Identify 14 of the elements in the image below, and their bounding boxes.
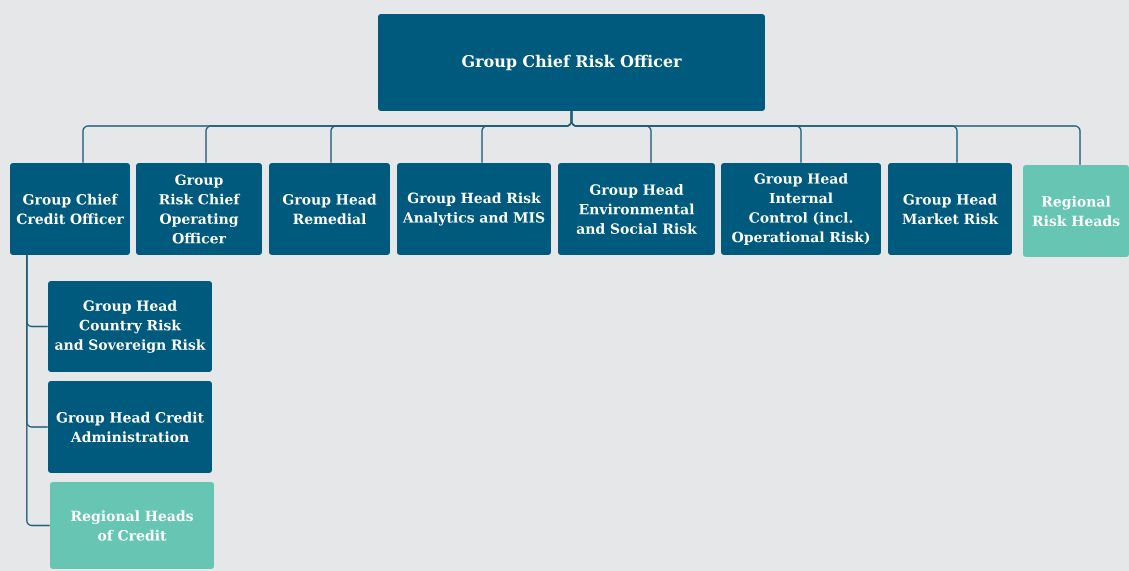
title-box: Group Chief Risk Officer <box>378 14 765 111</box>
role-box: Group Risk Chief Operating Officer <box>136 163 262 255</box>
role-box: Group Head Risk Analytics and MIS <box>397 163 551 255</box>
connector-line <box>570 110 1081 166</box>
role-box: Regional Risk Heads <box>1023 165 1129 257</box>
role-box: Group Head Remedial <box>269 163 390 255</box>
connector-line <box>26 254 51 527</box>
role-box: Group Chief Credit Officer <box>10 163 130 255</box>
role-box: Regional Heads of Credit <box>50 482 214 569</box>
role-box: Group Head Country Risk and Sovereign Risk <box>48 281 212 372</box>
role-box: Group Head Market Risk <box>888 163 1012 255</box>
role-box: Group Head Credit Administration <box>48 381 212 473</box>
role-box: Group Head Internal Control (incl. Operational Risk) <box>721 163 881 255</box>
role-box: Group Head Environmental and Social Risk <box>558 163 715 255</box>
